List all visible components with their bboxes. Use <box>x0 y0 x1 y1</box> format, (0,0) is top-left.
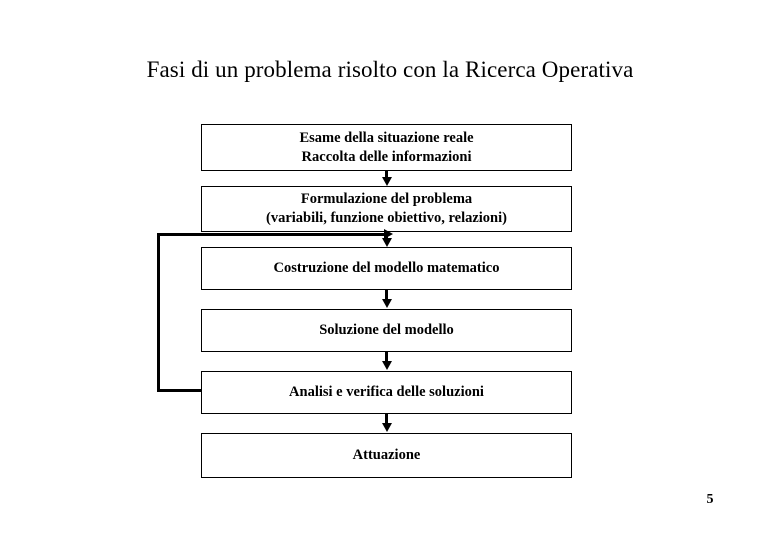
flow-node-esame-situazione-reale[interactable]: Esame della situazione reale Raccolta de… <box>201 124 572 171</box>
flow-node-label-line: Esame della situazione reale <box>299 129 474 146</box>
arrow-down-icon <box>385 352 388 362</box>
flow-node-formulazione-problema[interactable]: Formulazione del problema (variabili, fu… <box>201 186 572 232</box>
flow-node-label-line: Soluzione del modello <box>319 322 454 339</box>
flow-node-costruzione-modello-matematico[interactable]: Costruzione del modello matematico <box>201 247 572 290</box>
flow-node-attuazione[interactable]: Attuazione <box>201 433 572 478</box>
flow-node-label-line: Attuazione <box>352 447 421 464</box>
flow-node-label-line: (variabili, funzione obiettivo, relazion… <box>266 210 507 226</box>
feedback-loop-left-segment <box>157 233 160 392</box>
page-number: 5 <box>706 492 714 507</box>
feedback-loop-top-segment <box>157 233 388 236</box>
flow-node-label-line: Analisi e verifica delle soluzioni <box>289 384 484 401</box>
page-title: Fasi di un problema risolto con la Ricer… <box>146 57 634 82</box>
flow-node-analisi-verifica-soluzioni[interactable]: Analisi e verifica delle soluzioni <box>201 371 572 414</box>
feedback-loop-arrowhead-icon <box>384 229 393 239</box>
feedback-loop-bottom-segment <box>157 389 203 392</box>
flow-node-soluzione-modello[interactable]: Soluzione del modello <box>201 309 572 352</box>
arrow-down-icon <box>385 290 388 300</box>
arrow-down-icon <box>385 171 388 178</box>
flow-node-label-line: Formulazione del problema <box>300 191 473 208</box>
flow-node-label-line: Raccolta delle informazioni <box>301 148 472 165</box>
flow-node-label-line: Costruzione del modello matematico <box>273 260 500 277</box>
arrow-down-icon <box>385 414 388 424</box>
